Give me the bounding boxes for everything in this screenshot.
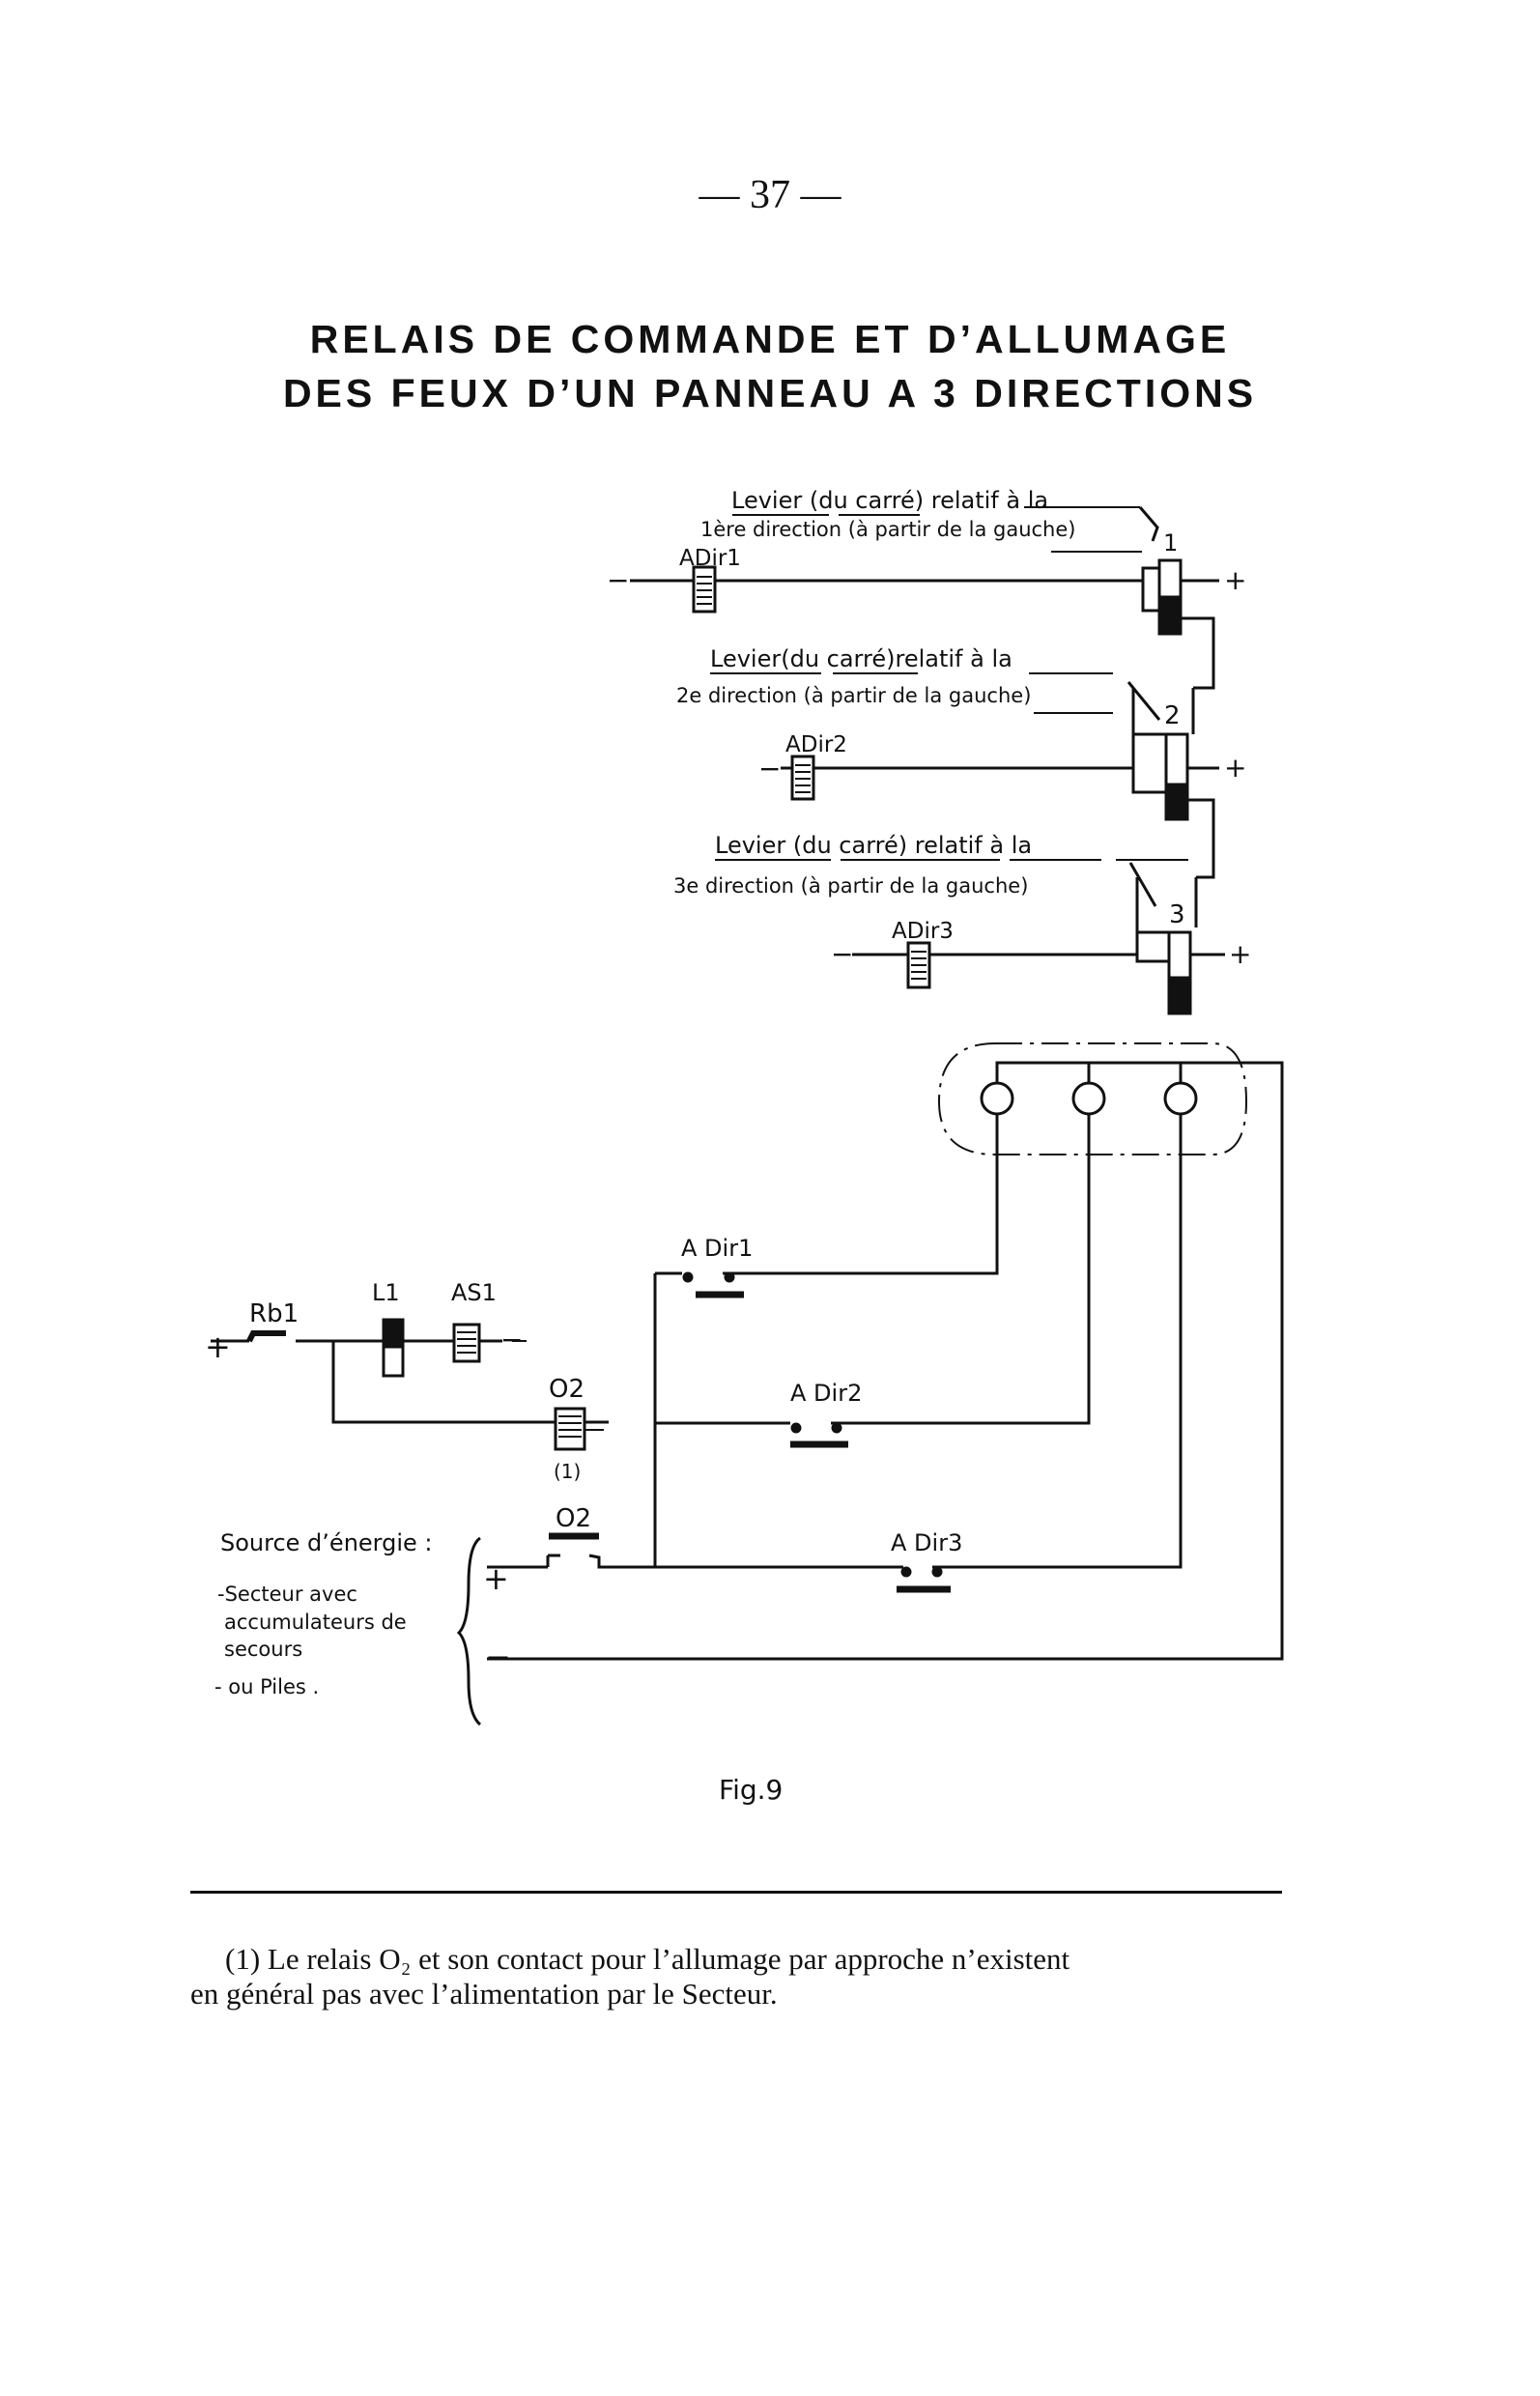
adir2-contact-label: A Dir2: [790, 1380, 862, 1407]
lamp-3: [1163, 1081, 1198, 1116]
lamp-3-feed: [942, 1114, 1183, 1569]
o2-contact-label: O2: [556, 1504, 591, 1533]
lever-3-plus: +: [1229, 938, 1251, 970]
lever-1-label-line1: Levier (du carré) relatif à la: [731, 487, 1048, 514]
footnote-line-1: (1) Le relais O₂ et son contact pour l’a…: [225, 1942, 1070, 1976]
control-circuit: [211, 1271, 951, 1726]
page-number: — 37 —: [699, 173, 841, 217]
lever-2-relay-label: ADir2: [785, 732, 847, 757]
relay-wiring-diagram: Levier (du carré) relatif à la 1ère dire…: [205, 487, 1284, 1806]
page-title-line-1: RELAIS DE COMMANDE ET D’ALLUMAGE: [309, 317, 1231, 361]
lever-3-number: 3: [1169, 900, 1185, 929]
footnote-line-2: en général pas avec l’alimentation par l…: [190, 1977, 778, 2011]
lever-3-contact-black: [1167, 976, 1192, 1015]
source-item-1: -Secteur avec: [217, 1583, 357, 1606]
as1-minus-label: −: [500, 1324, 523, 1355]
as1-label: AS1: [451, 1279, 497, 1306]
lever-1-leader-arrow: [1138, 506, 1159, 542]
lever-3-minus: −: [831, 938, 853, 970]
footnote-divider: [190, 1891, 1282, 1894]
rb1-contact: [246, 1330, 286, 1343]
source-minus-label: −: [485, 1639, 511, 1675]
adir1-contact-label: A Dir1: [681, 1235, 753, 1262]
lever-1-group: [630, 506, 1219, 690]
lever-2-number: 2: [1164, 701, 1181, 730]
o2-note-label: (1): [554, 1460, 581, 1483]
lever-2-label-line2: 2e direction (à partir de la gauche): [676, 684, 1031, 707]
lever-2-link-to-3: [1187, 798, 1215, 879]
adir3-contact-label: A Dir3: [891, 1529, 962, 1556]
figure-caption: Fig.9: [719, 1774, 783, 1806]
lever-1-minus: −: [607, 564, 629, 596]
footnote: (1) Le relais O₂ et son contact pour l’a…: [190, 1942, 1298, 2011]
lamp-2-feed: [842, 1114, 1091, 1425]
source-item-1c: secours: [224, 1638, 302, 1661]
lamp-1: [980, 1081, 1014, 1116]
lever-2-plus: +: [1224, 752, 1246, 784]
lever-2-contact-bracket: [1131, 688, 1195, 794]
lever-1-number: 1: [1163, 529, 1178, 556]
lever-1-label-line2: 1ère direction (à partir de la gauche): [700, 518, 1075, 541]
lever-3-label-line2: 3e direction (à partir de la gauche): [673, 874, 1028, 898]
lever-1-contact-bracket: [1141, 566, 1159, 613]
as1-relay-coil: [452, 1323, 481, 1363]
page-title-line-2: DES FEUX D’UN PANNEAU A 3 DIRECTIONS: [282, 371, 1258, 415]
lever-3-relay-label: ADir3: [892, 919, 954, 944]
lever-1-plus: +: [1224, 564, 1246, 596]
lever-1-relay-label: ADir1: [679, 546, 741, 571]
source-item-2: - ou Piles .: [214, 1675, 319, 1698]
lever-3-label-line1: Levier (du carré) relatif à la: [715, 832, 1032, 859]
o2-feed-wire: [331, 1341, 556, 1424]
lever-3-leader-arrow: [1128, 862, 1157, 907]
lamp-2: [1071, 1081, 1106, 1116]
o2-relay-label: O2: [549, 1375, 585, 1404]
feed-plus-label: +: [205, 1328, 231, 1365]
l1-label: L1: [372, 1279, 400, 1306]
lever-3-group: [715, 859, 1225, 1015]
source-plus-label: +: [483, 1560, 509, 1597]
source-item-1b: accumulateurs de: [224, 1611, 407, 1634]
lamp-1-feed: [734, 1114, 999, 1275]
lever-2-label-line1: Levier(du carré)relatif à la: [710, 645, 1012, 672]
lever-2-group: [710, 672, 1219, 879]
lever-3-contact-bracket: [1135, 877, 1198, 963]
lamp-common-bus: [487, 1061, 1284, 1661]
rb1-label: Rb1: [249, 1299, 299, 1328]
panel-outline: [937, 1042, 1248, 1155]
source-title: Source d’énergie :: [220, 1529, 433, 1556]
lever-1-link-to-2: [1181, 616, 1215, 690]
source-brace: [456, 1536, 482, 1726]
lever-1-contact-black: [1157, 595, 1183, 636]
signal-panel: [487, 1042, 1284, 1661]
lever-2-contact-black: [1164, 783, 1189, 821]
o2-contact: [546, 1554, 560, 1567]
lever-2-minus: −: [758, 753, 781, 784]
